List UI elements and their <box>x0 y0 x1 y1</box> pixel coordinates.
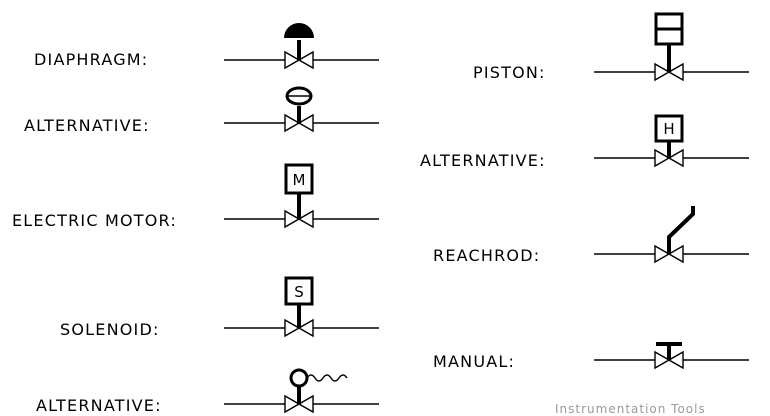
alternative-diaphragm-valve-symbol <box>223 86 380 132</box>
label-piston: PISTON: <box>473 63 546 82</box>
alternative-solenoid-valve-symbol <box>223 368 380 413</box>
reachrod-valve-symbol <box>593 206 750 263</box>
hydraulic-valve-symbol: H <box>593 114 750 167</box>
label-alternative-3: ALTERNATIVE: <box>420 151 546 170</box>
watermark: Instrumentation Tools <box>555 402 706 416</box>
motor-box-letter: M <box>293 171 306 189</box>
label-reachrod: REACHROD: <box>433 246 541 265</box>
diaphragm-valve-symbol <box>223 23 380 69</box>
label-electric-motor: ELECTRIC MOTOR: <box>12 211 177 230</box>
label-alternative-2: ALTERNATIVE: <box>36 396 162 415</box>
solenoid-box-letter: S <box>294 283 304 301</box>
electric-motor-valve-symbol: M <box>223 163 380 228</box>
label-alternative-1: ALTERNATIVE: <box>24 116 150 135</box>
solenoid-valve-symbol: S <box>223 276 380 337</box>
label-diaphragm: DIAPHRAGM: <box>34 50 149 69</box>
label-manual: MANUAL: <box>433 352 516 371</box>
piston-valve-symbol <box>593 12 750 81</box>
hydraulic-box-letter: H <box>663 120 674 138</box>
label-solenoid: SOLENOID: <box>60 320 160 339</box>
manual-valve-symbol <box>593 342 750 369</box>
